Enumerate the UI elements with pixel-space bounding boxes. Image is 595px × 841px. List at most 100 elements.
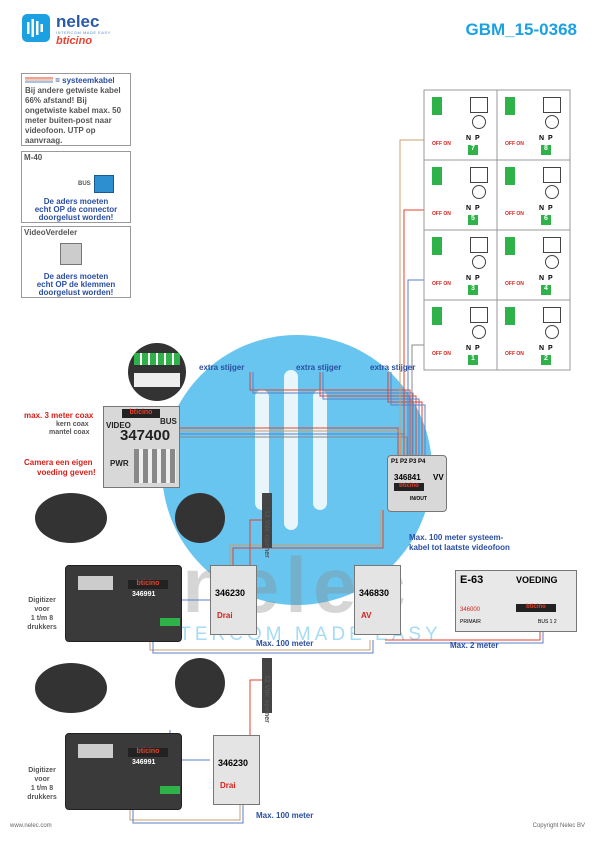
videophone-unit: OFF ON N P 7 — [430, 95, 494, 157]
module-346230-sub: Drai — [220, 781, 236, 790]
vv-terminal — [60, 243, 82, 265]
module-347400-video: VIDEO — [106, 421, 131, 430]
lock-icon — [472, 115, 486, 129]
nelec-logo: nelec INTERCOM MADE EASY bticino — [22, 12, 142, 48]
opener-label: 12 Vdc opener — [263, 510, 270, 558]
unit-number: 1 — [468, 355, 478, 365]
module-346841-vv: VV — [433, 473, 444, 482]
lock-icon — [545, 255, 559, 269]
footer-copyright: Copyright Nelec BV — [532, 823, 585, 829]
bticino-badge: bticino — [128, 748, 168, 757]
system-cable-note-1: Max. 100 meter systeem- — [409, 533, 504, 542]
module-347400-bus: BUS — [160, 417, 177, 426]
lock-icon — [472, 325, 486, 339]
module-347400: bticino 347400 VIDEO BUS PWR — [103, 406, 180, 488]
off-on-label: OFF ON — [432, 281, 451, 287]
terminal-block — [432, 167, 442, 185]
psu-code: 346000 — [460, 607, 481, 613]
screen-icon — [470, 97, 488, 113]
module-346841: P1 P2 P3 P4 346841 VV bticino IN/OUT — [387, 455, 447, 512]
module-346830-code: 346830 — [359, 588, 390, 598]
videophone-unit: OFF ON N P 2 — [503, 305, 567, 367]
terminal-block — [505, 307, 515, 325]
zoom-circle-digitizer — [35, 493, 107, 543]
screen-icon — [470, 167, 488, 183]
unit-number: 5 — [468, 215, 478, 225]
module-347400-pwr: PWR — [110, 459, 129, 468]
videophone-unit: OFF ON N P 5 — [430, 165, 494, 227]
off-on-label: OFF ON — [505, 281, 524, 287]
videophone-unit: OFF ON N P 4 — [503, 235, 567, 297]
np-label: N P — [466, 345, 480, 352]
off-on-label: OFF ON — [432, 351, 451, 357]
lock-icon — [472, 185, 486, 199]
off-on-label: OFF ON — [432, 141, 451, 147]
port-labels: P1 P2 P3 P4 — [391, 459, 426, 465]
unit-number: 8 — [541, 145, 551, 155]
lock-icon — [545, 115, 559, 129]
zoom-labels — [134, 373, 180, 387]
zoom-circle-347400 — [128, 343, 186, 401]
brand-name: nelec — [56, 12, 100, 31]
unit-number: 3 — [468, 285, 478, 295]
system-cable-note-2: kabel tot laatste videofoon — [409, 543, 510, 552]
bticino-badge: bticino — [122, 409, 160, 418]
distance-label: Max. 100 meter — [256, 811, 314, 820]
digitizer-code: 346991 — [132, 759, 156, 766]
screen-icon — [543, 237, 561, 253]
off-on-label: OFF ON — [505, 351, 524, 357]
np-label: N P — [466, 275, 480, 282]
zoom-circle-door — [175, 493, 225, 543]
videophone-unit: OFF ON N P 6 — [503, 165, 567, 227]
door-opener — [262, 493, 272, 548]
terminal-block — [432, 307, 442, 325]
terminal-block — [505, 97, 515, 115]
zoom-circle-door — [175, 658, 225, 708]
np-label: N P — [539, 345, 553, 352]
digitizer-display — [78, 576, 113, 590]
terminal-block — [432, 97, 442, 115]
psu-model: E-63 — [460, 574, 484, 586]
footer-url: www.nelec.com — [10, 823, 52, 829]
screen-icon — [543, 97, 561, 113]
module-346841-code: 346841 — [394, 473, 421, 482]
lock-icon — [472, 255, 486, 269]
module-346230-a: 346230 Drai — [210, 565, 257, 635]
riser-label: extra stijger — [199, 363, 245, 372]
riser-label: extra stijger — [370, 363, 416, 372]
zoom-circle-digitizer — [35, 663, 107, 713]
vv-title: VideoVerdeler — [24, 228, 78, 237]
module-346830-sub: AV — [361, 611, 372, 620]
videophone-unit: OFF ON N P 1 — [430, 305, 494, 367]
module-346230-code: 346230 — [215, 588, 246, 598]
lock-icon — [545, 325, 559, 339]
digitizer-display — [78, 744, 113, 758]
distance-label: Max. 2 meter — [450, 641, 499, 650]
cable-legend: = systeemkabel Bij andere getwiste kabel… — [21, 73, 131, 146]
m40-connector — [94, 175, 114, 193]
kern-coax-label: kern coax — [56, 421, 89, 428]
psu-title: VOEDING — [516, 575, 558, 585]
videophone-grid — [423, 89, 571, 371]
unit-number: 4 — [541, 285, 551, 295]
zoom-terminals — [134, 353, 180, 365]
opener-label: 12 Vdc opener — [263, 675, 270, 723]
nelec-logo-icon — [22, 14, 50, 42]
module-346230-code: 346230 — [218, 758, 249, 768]
screen-icon — [543, 167, 561, 183]
screen-icon — [470, 307, 488, 323]
distance-label: Max. 100 meter — [256, 639, 314, 648]
psu-bus: BUS 1 2 — [538, 619, 557, 625]
m40-title: M-40 — [24, 153, 43, 162]
screen-icon — [543, 307, 561, 323]
mantel-coax-label: mantel coax — [49, 429, 90, 436]
np-label: N P — [539, 135, 553, 142]
np-label: N P — [539, 205, 553, 212]
